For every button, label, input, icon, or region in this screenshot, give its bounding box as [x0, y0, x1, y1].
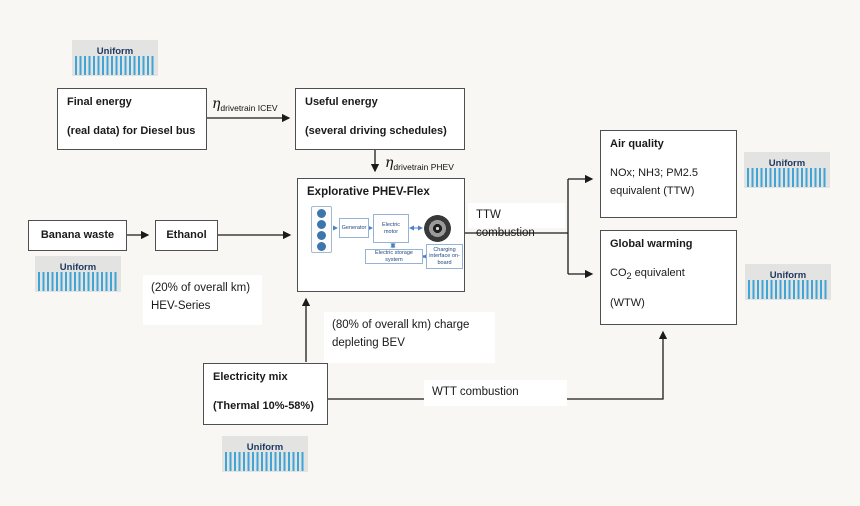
final-energy-title: Final energy — [67, 96, 132, 108]
global-warming-wtw: (WTW) — [610, 297, 645, 310]
global-warming-title: Global warming — [610, 238, 693, 250]
electricity-mix-thermal: (Thermal 10%-58%) — [213, 399, 314, 412]
wheel-icon — [424, 215, 451, 242]
final-energy-box: Final energy (real data) for Diesel bus — [57, 88, 207, 150]
phev-flex-title: Explorative PHEV-Flex — [307, 186, 430, 198]
global-warming-co2: CO2 equivalent — [610, 266, 685, 281]
uniform-distribution-icon: Uniform — [72, 40, 158, 76]
explorative-phev-flex-box: Explorative PHEV-Flex Generator Electric… — [297, 178, 465, 292]
electricity-mix-title: Electricity mix — [213, 371, 288, 383]
hev-series-label: (20% of overall km) HEV-Series — [143, 275, 262, 325]
distribution-bars-icon — [747, 168, 827, 187]
uniform-distribution-icon: Uniform — [745, 264, 831, 300]
air-quality-box: Air quality NOx; NH3; PM2.5 equivalent (… — [600, 130, 737, 218]
banana-waste-box: Banana waste — [28, 220, 127, 251]
distribution-bars-icon — [748, 280, 828, 299]
ttw-combustion-label: TTW combustion — [468, 203, 565, 239]
charge-depleting-bev-label: (80% of overall km) charge depleting BEV — [324, 312, 495, 363]
ethanol-box: Ethanol — [155, 220, 218, 251]
useful-energy-title: Useful energy — [305, 96, 378, 108]
useful-energy-subtitle: (several driving schedules) — [305, 124, 447, 137]
global-warming-box: Global warming CO2 equivalent (WTW) — [600, 230, 737, 325]
final-energy-subtitle: (real data) for Diesel bus — [67, 124, 196, 137]
eta-drivetrain-phev-label: ηdrivetrain PHEV — [385, 155, 454, 172]
distribution-label: Uniform — [59, 262, 97, 273]
electricity-mix-box: Electricity mix (Thermal 10%-58%) — [203, 363, 328, 425]
air-quality-title: Air quality — [610, 138, 664, 150]
uniform-distribution-icon: Uniform — [744, 152, 830, 188]
ethanol-label: Ethanol — [166, 228, 207, 241]
eta-drivetrain-icev-label: ηdrivetrain ICEV — [212, 96, 278, 113]
air-quality-equivalent: equivalent (TTW) — [610, 184, 695, 197]
useful-energy-box: Useful energy (several driving schedules… — [295, 88, 465, 150]
distribution-label: Uniform — [96, 46, 134, 57]
engine-cylinders-icon — [311, 206, 332, 253]
electric-motor-box: Electric motor — [373, 214, 409, 243]
air-quality-pollutants: NOx; NH3; PM2.5 — [610, 166, 699, 179]
distribution-label: Uniform — [769, 270, 807, 281]
distribution-label: Uniform — [768, 158, 806, 169]
banana-waste-label: Banana waste — [40, 228, 115, 241]
generator-box: Generator — [339, 218, 369, 238]
uniform-distribution-icon: Uniform — [35, 256, 121, 292]
distribution-label: Uniform — [246, 442, 284, 453]
electric-storage-system-box: Electric storage system — [365, 249, 423, 264]
distribution-bars-icon — [38, 272, 118, 291]
wtt-combustion-label: WTT combustion — [424, 380, 567, 406]
distribution-bars-icon — [75, 56, 155, 75]
charging-interface-box: Charging interface on-board — [426, 244, 463, 269]
uniform-distribution-icon: Uniform — [222, 436, 308, 472]
distribution-bars-icon — [225, 452, 305, 471]
